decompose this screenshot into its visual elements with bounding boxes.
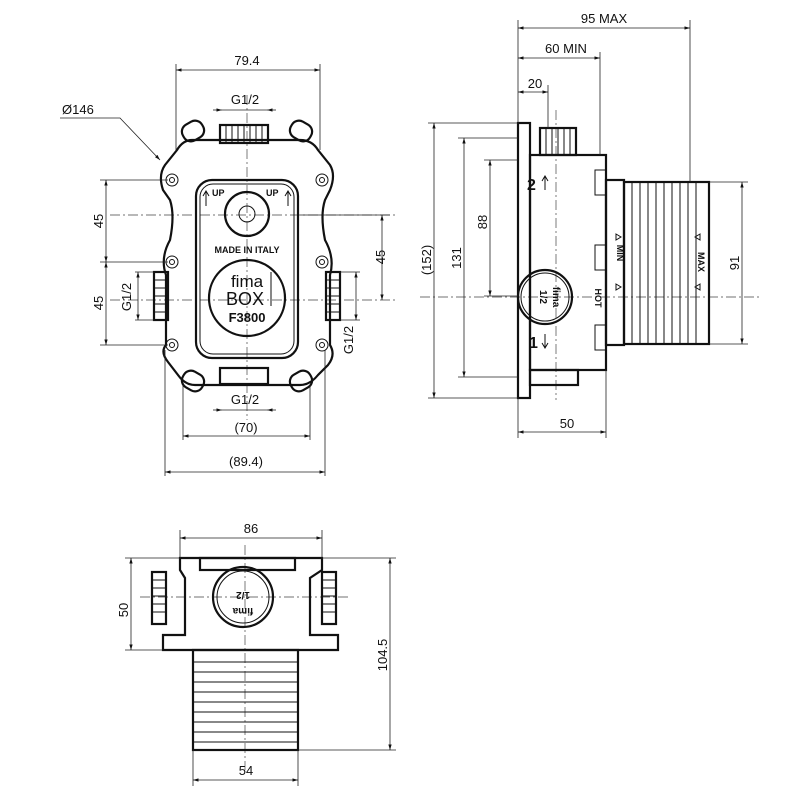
dim-width: 86 (244, 521, 258, 536)
up-arrow-icon (202, 190, 292, 206)
dim-flange: 20 (528, 76, 542, 91)
dim-depth-min: 60 MIN (545, 41, 587, 56)
dim-depth: 50 (116, 603, 131, 617)
side-flange (516, 121, 532, 400)
bottom-view: fima 1/2 86 50 104.5 54 (116, 521, 396, 786)
mounting-ears (180, 119, 314, 393)
bottom-cap (211, 565, 275, 629)
bottom-body (161, 556, 340, 652)
dim-body-depth: 50 (560, 416, 574, 431)
side-cap (516, 268, 574, 326)
label-up-right: UP (266, 188, 279, 198)
valve-body (194, 178, 300, 360)
label-made-in: MADE IN ITALY (214, 245, 279, 255)
dim-total-depth: 104.5 (375, 639, 390, 672)
logo-box: BOX (226, 289, 264, 309)
min-label: MIN (615, 245, 625, 262)
bottom-right-nut (320, 570, 338, 626)
bottom-cap-size: 1/2 (236, 589, 250, 600)
dim-port-top: G1/2 (231, 92, 259, 107)
arrow-up-icon (541, 175, 549, 190)
arrow-down-icon (541, 334, 549, 349)
model-number: F3800 (229, 310, 266, 325)
dim-width-top: 79.4 (234, 53, 259, 68)
flange-outline (159, 138, 335, 387)
dim-width-inner: (70) (234, 420, 257, 435)
dim-height-body: 131 (449, 247, 464, 269)
side-cap-fima: fima (550, 287, 561, 308)
port-1-label: 1 (529, 335, 538, 352)
label-up-left: UP (212, 188, 225, 198)
bottom-left-nut (150, 570, 168, 626)
bottom-dimensions: 86 50 104.5 54 (116, 521, 396, 786)
bottom-cap-fima: fima (232, 605, 253, 616)
marker-triangles-icon (615, 233, 701, 291)
front-view: UP UP MADE IN ITALY fima BOX F3800 79.4 … (60, 53, 395, 476)
dim-height-ext: 91 (727, 256, 742, 270)
dim-ext-width: 54 (239, 763, 253, 778)
dim-width-outer: (89.4) (229, 454, 263, 469)
hot-label: HOT (593, 289, 603, 309)
max-label: MAX (696, 252, 706, 272)
dim-depth-max: 95 MAX (581, 11, 628, 26)
dim-spacing-left-lower: 45 (91, 296, 106, 310)
top-boss (223, 190, 271, 238)
front-dimensions: 79.4 Ø146 G1/2 45 45 G1/2 45 G1/2 G1/2 (60, 53, 390, 476)
dim-spacing-right: 45 (373, 250, 388, 264)
cover-cap (207, 258, 287, 338)
side-view: fima 1/2 2 1 HOT MIN MAX 95 MAX 60 MIN 2… (419, 11, 760, 438)
side-cap-size: 1/2 (537, 290, 548, 304)
dim-spacing-left-upper: 45 (91, 214, 106, 228)
side-dimensions: 95 MAX 60 MIN 20 (152) 131 88 91 50 (419, 11, 748, 438)
dim-height-ports: 88 (475, 215, 490, 229)
side-bottom-port (528, 368, 580, 387)
dim-port-right: G1/2 (341, 326, 356, 354)
dim-port-bottom: G1/2 (231, 392, 259, 407)
bottom-extension-sleeve (191, 648, 300, 752)
port-2-label: 2 (527, 177, 536, 194)
bottom-port (218, 366, 270, 386)
dim-diameter: Ø146 (62, 102, 94, 117)
dim-port-left: G1/2 (119, 283, 134, 311)
logo-fima: fima (231, 272, 264, 291)
dim-height-total: (152) (419, 245, 434, 275)
side-extension-sleeve (622, 180, 711, 346)
